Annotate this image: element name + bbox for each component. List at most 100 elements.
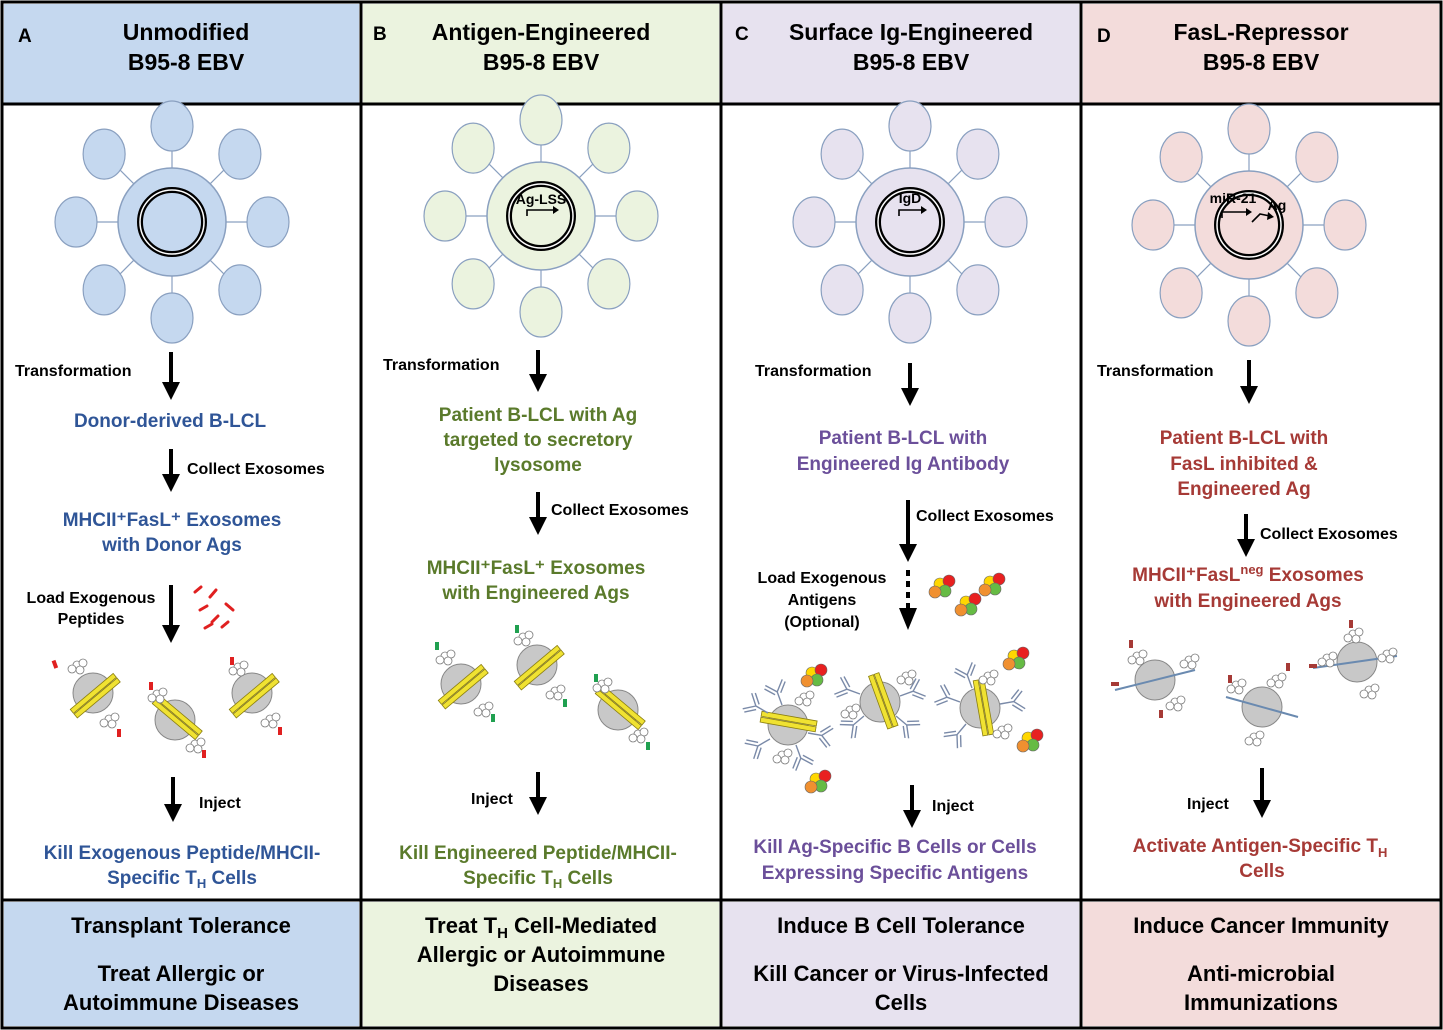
plasmid-igd-label: IgD — [899, 190, 922, 206]
panel-d-flow: Transformation Patient B-LCL with FasL i… — [1097, 363, 1398, 882]
application-a-line3: Autoimmune Diseases — [63, 990, 299, 1015]
plasmid-ag-lss-label: Ag-LSS — [516, 191, 567, 207]
virion-glycoprotein — [423, 190, 467, 242]
panel-b-applications: Treat TH Cell-Mediated Allergic or Autoi… — [417, 913, 666, 996]
panel-c-flow: Transformation Patient B-LCL with Engine… — [753, 363, 1054, 884]
exosome — [1309, 620, 1398, 700]
virion-glycoprotein — [1131, 199, 1175, 251]
panel-c-title-line1: Surface Ig-Engineered — [789, 19, 1033, 45]
exosome — [513, 625, 567, 707]
panel-b-header — [363, 4, 719, 103]
arrow-head — [529, 797, 547, 815]
virion-glycoprotein — [246, 196, 290, 248]
cell-line-d-line3: Engineered Ag — [1177, 479, 1310, 500]
virion-glycoprotein — [150, 292, 194, 344]
virion-capsid — [1194, 170, 1304, 280]
transformation-label-c: Transformation — [755, 363, 871, 380]
outcome-d-line2: Cells — [1239, 861, 1284, 882]
virion-glycoprotein — [1227, 295, 1271, 347]
exosome — [435, 642, 495, 722]
application-c-line3: Cells — [875, 990, 928, 1015]
plasmid-ag-label: Ag — [1268, 197, 1287, 213]
inject-label-c: Inject — [932, 798, 974, 815]
exosomes-a — [51, 657, 282, 758]
application-d-line1: Induce Cancer Immunity — [1133, 913, 1389, 938]
virion-glycoprotein — [1323, 199, 1367, 251]
panel-a-letter: A — [18, 26, 32, 47]
panel-c-header — [723, 4, 1079, 103]
virion-glycoprotein — [587, 122, 631, 174]
exosome — [1225, 663, 1299, 747]
outcome-b-line1: Kill Engineered Peptide/MHCII- — [399, 843, 677, 864]
virion-glycoprotein — [519, 286, 563, 338]
panel-a-title-line2: B95-8 EBV — [128, 49, 245, 75]
exosome — [592, 674, 650, 750]
panel-b-letter: B — [373, 24, 387, 45]
panel-b-title-line1: Antigen-Engineered — [432, 19, 651, 45]
transformation-label-a: Transformation — [15, 363, 131, 380]
collect-label-b: Collect Exosomes — [551, 502, 689, 519]
exosomes-b — [435, 625, 650, 750]
exosome-label-a-line1: MHCII⁺FasL⁺ Exosomes — [63, 510, 282, 531]
arrow-head — [162, 382, 180, 400]
cell-line-b-line2: targeted to secretory — [443, 430, 632, 451]
panel-d-title-line1: FasL-Repressor — [1173, 19, 1348, 45]
exosome — [51, 658, 121, 737]
panel-a-header — [4, 4, 359, 103]
virion-glycoprotein — [888, 292, 932, 344]
cell-line-a: Donor-derived B-LCL — [74, 411, 267, 432]
exogenous-peptides — [193, 585, 235, 630]
exosome — [228, 657, 282, 735]
load-label-c-line3: (Optional) — [784, 614, 860, 631]
application-b-line3: Diseases — [493, 971, 588, 996]
exosome — [932, 646, 1044, 753]
exosome-label-a-line2: with Donor Ags — [101, 535, 242, 556]
outcome-a-line2: Specific TH Cells — [107, 868, 257, 891]
ebv-virion-a — [54, 100, 290, 344]
virion-glycoprotein — [218, 128, 262, 180]
episome-ring-highlight — [508, 183, 574, 249]
ebv-virion-b — [423, 94, 659, 338]
panel-b-title: B Antigen-Engineered B95-8 EBV — [373, 19, 650, 75]
collect-label-c: Collect Exosomes — [916, 508, 1054, 525]
episome-ring-highlight — [1216, 192, 1282, 258]
application-b-line1: Treat TH Cell-Mediated — [425, 913, 657, 942]
outcome-c-line1: Kill Ag-Specific B Cells or Cells — [753, 837, 1036, 858]
inject-label-d: Inject — [1187, 796, 1229, 813]
arrow-head — [1253, 800, 1271, 818]
outcome-d-line1: Activate Antigen-Specific TH — [1133, 836, 1388, 860]
episome-ring-highlight — [877, 189, 943, 255]
arrow-head — [1237, 539, 1255, 557]
exosome — [741, 663, 835, 794]
virion-glycoprotein — [820, 128, 864, 180]
arrow-head — [903, 810, 921, 828]
load-label-a-line1: Load Exogenous — [27, 590, 156, 607]
virion-glycoprotein — [1159, 267, 1203, 319]
virion-glycoprotein — [1159, 131, 1203, 183]
application-a-line2: Treat Allergic or — [98, 961, 265, 986]
outcome-a-line1: Kill Exogenous Peptide/MHCII- — [44, 843, 321, 864]
application-c-line2: Kill Cancer or Virus-Infected — [753, 961, 1048, 986]
virion-glycoprotein — [1227, 103, 1271, 155]
transformation-label-b: Transformation — [383, 357, 499, 374]
virion-glycoprotein — [451, 258, 495, 310]
cell-line-c-line2: Engineered Ig Antibody — [797, 454, 1010, 475]
inject-label-b: Inject — [471, 791, 513, 808]
virion-glycoprotein — [451, 122, 495, 174]
episome-ring-highlight — [139, 189, 205, 255]
virion-glycoprotein — [615, 190, 659, 242]
outcome-c-line2: Expressing Specific Antigens — [762, 863, 1028, 884]
plasmid-label-d: miR-21 Ag — [1210, 190, 1287, 223]
virion-capsid — [486, 161, 596, 271]
ebv-virion-d — [1131, 103, 1367, 347]
exosome-label-b-line2: with Engineered Ags — [441, 583, 629, 604]
arrow-head — [1240, 386, 1258, 404]
panel-c-footer — [723, 902, 1079, 1026]
virion-glycoprotein — [519, 94, 563, 146]
exosomes-d — [1111, 620, 1398, 747]
virion-glycoprotein — [792, 196, 836, 248]
arrow-head — [899, 544, 917, 562]
virion-glycoprotein — [1295, 131, 1339, 183]
virion-glycoprotein — [888, 100, 932, 152]
